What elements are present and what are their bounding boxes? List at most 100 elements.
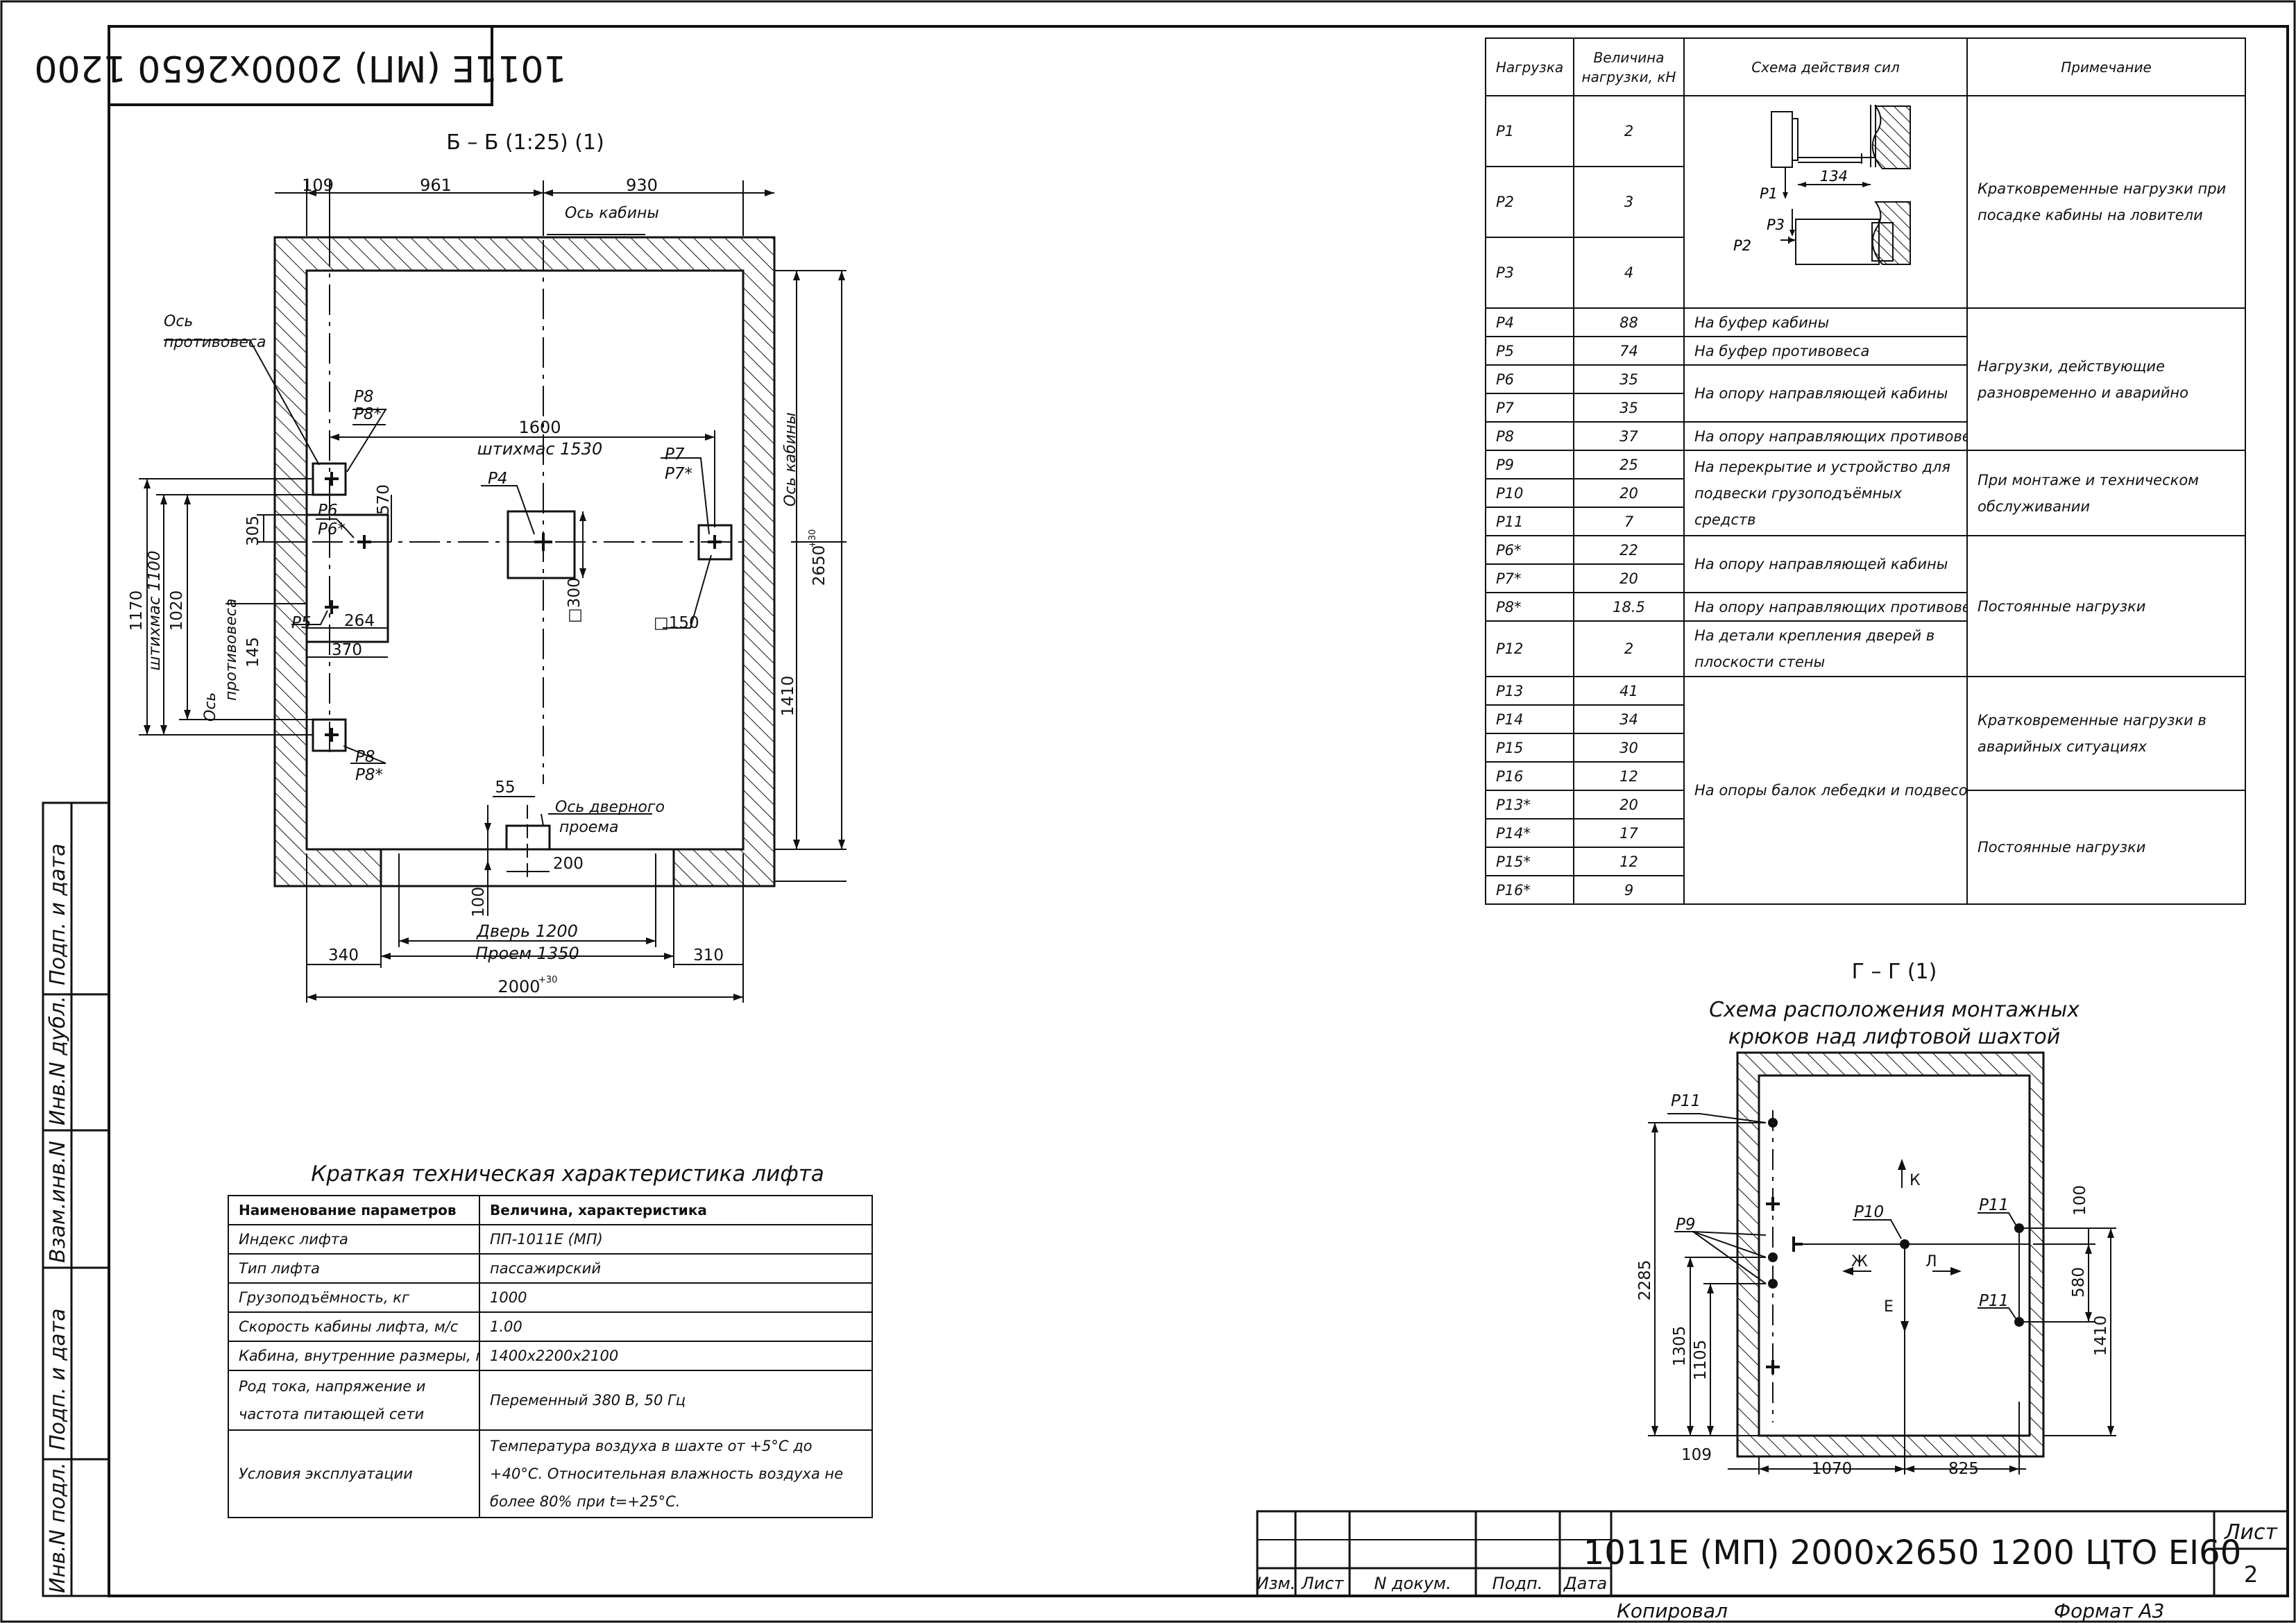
stamp-sign-date-2: Подп. и дата bbox=[46, 1308, 70, 1450]
dim-961: 961 bbox=[420, 176, 452, 195]
dim-300: □300 bbox=[566, 577, 584, 623]
cw-axis-label-1: Ось bbox=[164, 313, 193, 330]
spec-name: Род тока, напряжение и частота питающей … bbox=[228, 1370, 480, 1431]
label-p6: P6 bbox=[318, 502, 338, 520]
note-cell: Постоянные нагрузки bbox=[1966, 790, 2246, 905]
load-value: 25 bbox=[1573, 450, 1685, 479]
loads-header-row: Нагрузка Величина нагрузки, кН Схема дей… bbox=[1485, 37, 2246, 96]
loads-header-cell: Нагрузка bbox=[1485, 37, 1574, 96]
label-p8: P8 bbox=[354, 388, 374, 406]
load-value: 7 bbox=[1573, 507, 1685, 536]
gg-p11a: P11 bbox=[1671, 1092, 1701, 1110]
spec-name: Индекс лифта bbox=[228, 1224, 480, 1255]
dim-2650: 2650 bbox=[810, 545, 828, 586]
door-axis-label-1: Ось дверного bbox=[555, 799, 665, 816]
scheme-cell: На опоры балок лебедки и подвесок bbox=[1683, 676, 1968, 905]
spec-value: пассажирский bbox=[479, 1253, 873, 1284]
buffer-cab bbox=[507, 510, 576, 579]
load-name: P7 bbox=[1485, 393, 1574, 423]
load-name: P16* bbox=[1485, 875, 1574, 905]
load-value: 22 bbox=[1573, 535, 1685, 565]
dim-2650-tol: +30 bbox=[808, 529, 818, 548]
load-value: 3 bbox=[1573, 166, 1685, 238]
tb-format: Формат А3 bbox=[2054, 1599, 2164, 1622]
dim-tm1530: штихмас 1530 bbox=[477, 439, 602, 459]
scheme-cell: На опору направляющих противовеса bbox=[1683, 592, 1968, 622]
spec-value: 1.00 bbox=[479, 1311, 873, 1342]
gg-title: Г – Г (1) bbox=[1852, 960, 1937, 984]
dim-305: 305 bbox=[244, 516, 262, 546]
title-block bbox=[1256, 1510, 2289, 1597]
load-value: 20 bbox=[1573, 790, 1685, 819]
label-p8bs: P8* bbox=[355, 766, 383, 784]
load-value: 88 bbox=[1573, 307, 1685, 337]
load-value: 12 bbox=[1573, 761, 1685, 791]
load-name: P2 bbox=[1485, 166, 1574, 238]
load-value: 9 bbox=[1573, 875, 1685, 905]
scheme-cell: На детали крепления дверей в плоскости с… bbox=[1683, 620, 1968, 677]
force-scheme-sketch: 134 P1 P3 P2 bbox=[1683, 95, 1968, 309]
stamp-vzam-inv: Взам.инв.N bbox=[46, 1141, 70, 1263]
sketch-p3: P3 bbox=[1767, 216, 1785, 233]
spec-title: Краткая техническая характеристика лифта bbox=[311, 1162, 824, 1187]
dim-930: 930 bbox=[626, 176, 658, 195]
dim-264: 264 bbox=[344, 612, 375, 630]
load-name: P10 bbox=[1485, 478, 1574, 508]
sketch-p1: P1 bbox=[1760, 185, 1778, 202]
load-name: P5 bbox=[1485, 336, 1574, 366]
tb-sheet-num: 2 bbox=[2244, 1561, 2258, 1588]
spec-name: Тип лифта bbox=[228, 1253, 480, 1284]
label-p4: P4 bbox=[488, 470, 508, 488]
load-value: 35 bbox=[1573, 364, 1685, 394]
tb-col-podp: Подп. bbox=[1493, 1574, 1543, 1593]
dim-2000: 2000 bbox=[498, 977, 540, 996]
section-gg bbox=[1648, 1051, 2116, 1475]
dim-340: 340 bbox=[328, 946, 359, 965]
gg-dim-2285: 2285 bbox=[1636, 1260, 1654, 1301]
label-p5: P5 bbox=[291, 614, 312, 632]
load-name: P11 bbox=[1485, 507, 1574, 536]
load-value: 4 bbox=[1573, 237, 1685, 309]
gg-e: Е bbox=[1884, 1298, 1894, 1316]
load-name: P14 bbox=[1485, 704, 1574, 734]
spec-header-cell: Величина, характеристика bbox=[479, 1195, 873, 1225]
gg-dim-1305: 1305 bbox=[1671, 1326, 1689, 1367]
cab-axis-label: Ось кабины bbox=[565, 205, 659, 222]
note-cell: Кратковременные нагрузки при посадке каб… bbox=[1966, 95, 2246, 309]
load-name: P7* bbox=[1485, 563, 1574, 593]
loads-header-cell: Примечание bbox=[1966, 37, 2246, 96]
tb-col-data: Дата bbox=[1563, 1574, 1607, 1593]
gg-dim-580: 580 bbox=[2070, 1267, 2088, 1298]
gg-zh: Ж bbox=[1851, 1253, 1868, 1271]
scheme-cell: На опору направляющей кабины bbox=[1683, 364, 1968, 423]
dim-opening: Проем 1350 bbox=[475, 944, 579, 963]
load-name: P14* bbox=[1485, 818, 1574, 848]
note-cell: Нагрузки, действующие разновременно и ав… bbox=[1966, 307, 2246, 451]
dim-1170: 1170 bbox=[128, 590, 146, 631]
section-bb bbox=[139, 180, 847, 1003]
loads-header-cell: Величина нагрузки, кН bbox=[1573, 37, 1685, 96]
bb-title: Б – Б (1:25) (1) bbox=[446, 130, 604, 155]
spec-name: Условия эксплуатации bbox=[228, 1429, 480, 1518]
sketch-dim-134: 134 bbox=[1820, 168, 1848, 185]
tb-col-list: Лист bbox=[1301, 1574, 1345, 1593]
table-row: P16*9 bbox=[1485, 875, 2245, 905]
scheme-cell: На перекрытие и устройство для подвески … bbox=[1683, 450, 1968, 536]
gg-dim-100: 100 bbox=[2071, 1185, 2089, 1216]
load-value: 41 bbox=[1573, 676, 1685, 706]
load-name: P8* bbox=[1485, 592, 1574, 622]
stamp-sign-date-1: Подп. и дата bbox=[46, 843, 70, 985]
